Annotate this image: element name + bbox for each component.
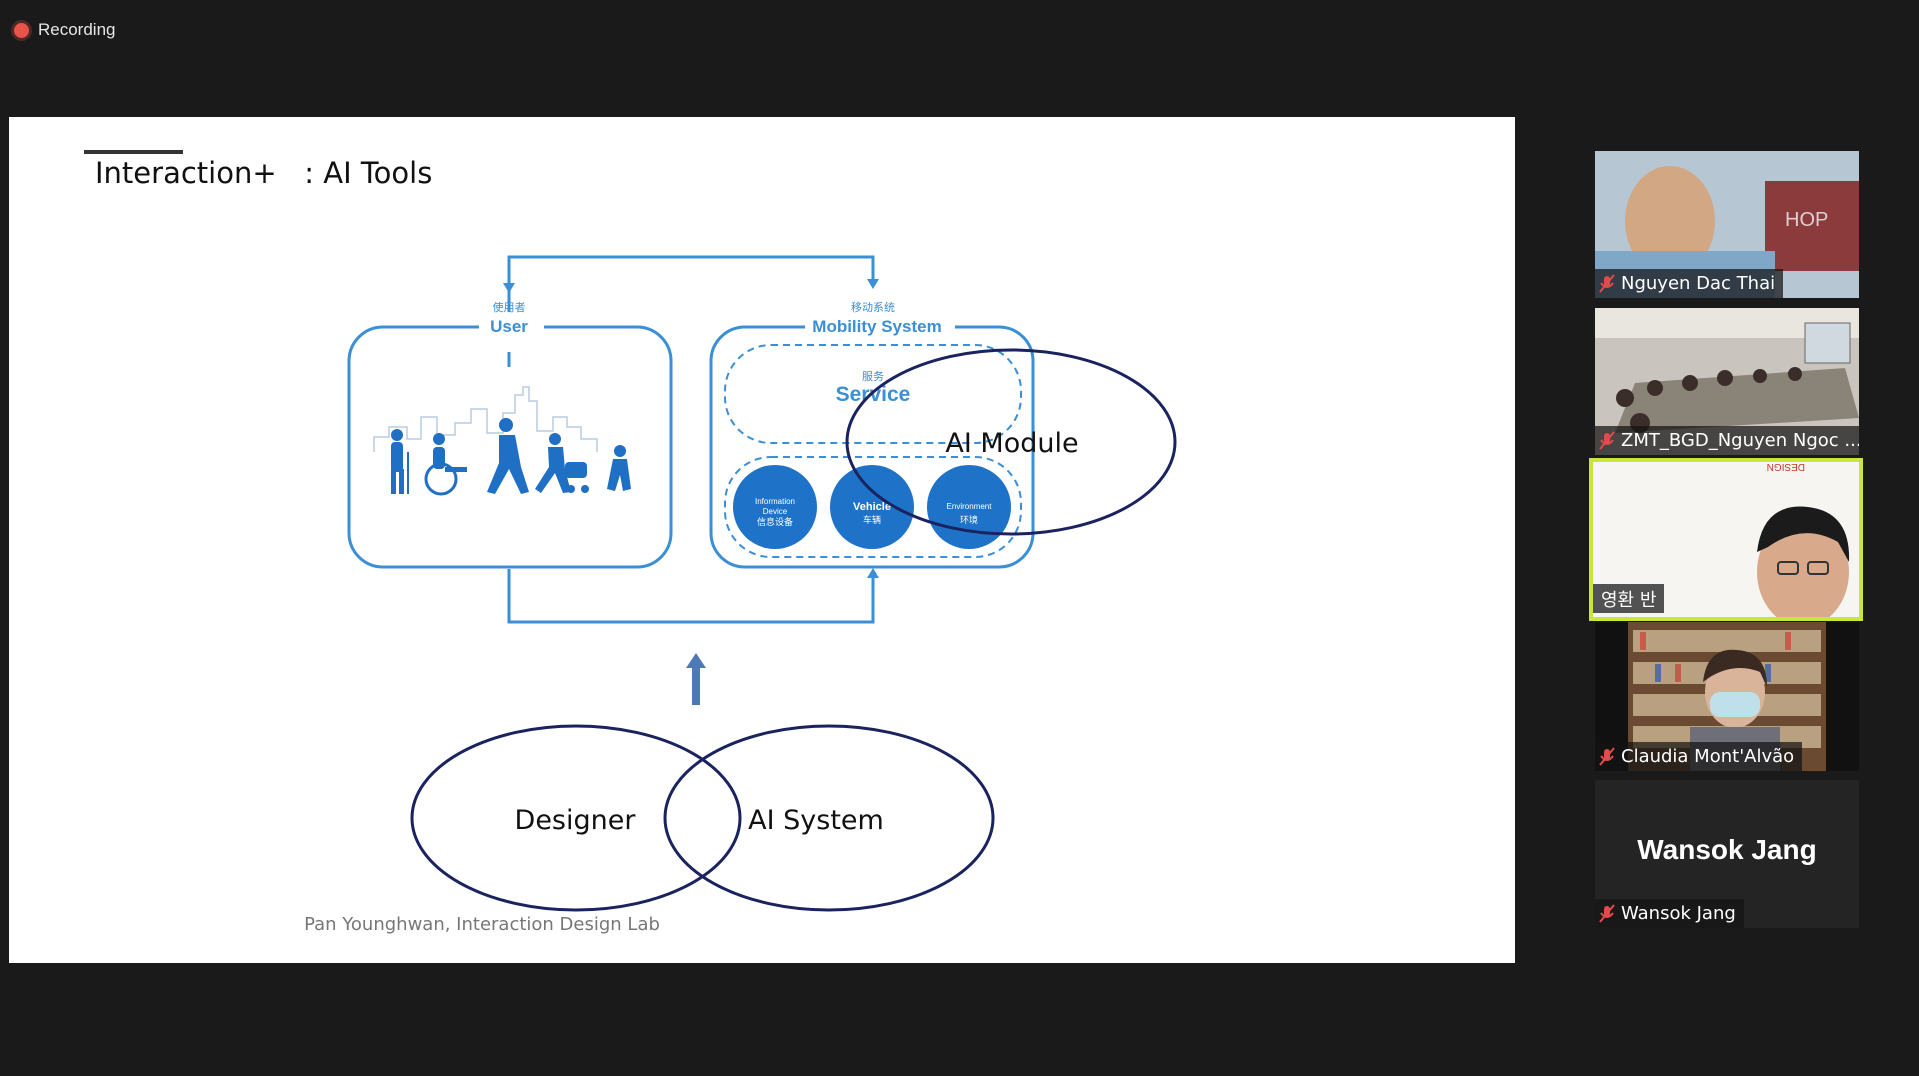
participant-name: Nguyen Dac Thai — [1621, 273, 1776, 294]
participant-display-name: Wansok Jang — [1637, 834, 1817, 865]
ai-system-label: AI System — [748, 805, 884, 836]
skyline-illustration — [373, 386, 598, 452]
participant-name: Wansok Jang — [1621, 903, 1736, 924]
shared-slide: Interaction+ : AI Tools 使用者 User — [9, 117, 1515, 963]
arrow-head-mobility-top — [867, 279, 879, 289]
people-silhouettes — [391, 418, 631, 496]
svg-text:HOP: HOP — [1785, 209, 1828, 231]
participant-name: 영환 반 — [1601, 589, 1657, 611]
participant-tile-5[interactable]: Wansok Jang Wansok Jang — [1595, 780, 1859, 928]
participant-name-bar: Nguyen Dac Thai — [1595, 269, 1784, 298]
service-dashed-box — [724, 344, 1022, 444]
muted-mic-icon — [1599, 903, 1615, 924]
participant-name: Claudia Mont'Alvão — [1621, 746, 1795, 767]
participant-name-bar: Wansok Jang — [1595, 899, 1744, 928]
participant-tile-3-active[interactable]: DESIGN 영환 반 — [1589, 458, 1863, 621]
ai-module-label: AI Module — [945, 428, 1078, 459]
muted-mic-icon — [1599, 430, 1615, 451]
environment-circle: Environment 环境 — [927, 465, 1011, 549]
recording-indicator[interactable]: Recording — [14, 16, 116, 44]
muted-mic-icon — [1599, 746, 1615, 767]
participant-tile-4[interactable]: Claudia Mont'Alvão — [1595, 622, 1859, 771]
circle-vehicle-cn: 车辆 — [863, 514, 881, 526]
user-label-cn: 使用者 — [493, 301, 526, 314]
muted-mic-icon — [1599, 273, 1615, 294]
up-arrow — [686, 653, 706, 705]
participant-name-bar: Claudia Mont'Alvão — [1595, 742, 1803, 771]
participant-name-bar: 영환 반 — [1593, 584, 1665, 613]
participant-video-3: DESIGN — [1593, 462, 1859, 617]
slide-diagram: 使用者 User 移动系统 Mobility System 服务 Service… — [347, 255, 1177, 912]
participant-name-bar: ZMT_BGD_Nguyen Ngoc ... — [1595, 426, 1859, 455]
vehicle-circle: Vehicle 车辆 — [830, 465, 914, 549]
title-underline — [84, 150, 183, 154]
participant-tile-1[interactable]: HOP Nguyen Dac Thai — [1595, 151, 1859, 298]
circle-env-en: Environment — [947, 502, 993, 511]
service-label-en: Service — [836, 383, 911, 406]
user-label-en: User — [490, 317, 528, 336]
mobility-label-en: Mobility System — [812, 317, 941, 336]
service-label-cn: 服务 — [862, 370, 884, 383]
slide-caption: Pan Younghwan, Interaction Design Lab — [304, 914, 660, 935]
background-design-text: DESIGN — [1767, 462, 1805, 472]
bottom-connector — [507, 569, 875, 624]
participant-name: ZMT_BGD_Nguyen Ngoc ... — [1621, 430, 1859, 451]
svg-text:Device: Device — [763, 507, 788, 516]
recording-dot-icon — [14, 22, 29, 38]
designer-label: Designer — [515, 805, 637, 836]
components-dashed-box — [724, 456, 1022, 558]
recording-label: Recording — [38, 20, 116, 39]
participant-tile-2[interactable]: ZMT_BGD_Nguyen Ngoc ... — [1595, 308, 1859, 455]
mobility-label-cn: 移动系统 — [851, 301, 895, 314]
circle-env-cn: 环境 — [960, 514, 978, 526]
svg-text:Information: Information — [755, 497, 795, 506]
slide-title: Interaction+ : AI Tools — [95, 156, 433, 190]
circle-info-cn: 信息设备 — [757, 516, 793, 528]
arrow-head-mobility-bottom — [867, 568, 879, 578]
arrow-head-user — [503, 283, 515, 293]
information-device-circle: Information Device 信息设备 — [733, 465, 817, 549]
ai-module-ellipse — [845, 348, 1177, 536]
designer-ellipse — [410, 724, 742, 912]
circle-vehicle-en: Vehicle — [853, 501, 891, 513]
ai-system-ellipse — [663, 724, 995, 912]
